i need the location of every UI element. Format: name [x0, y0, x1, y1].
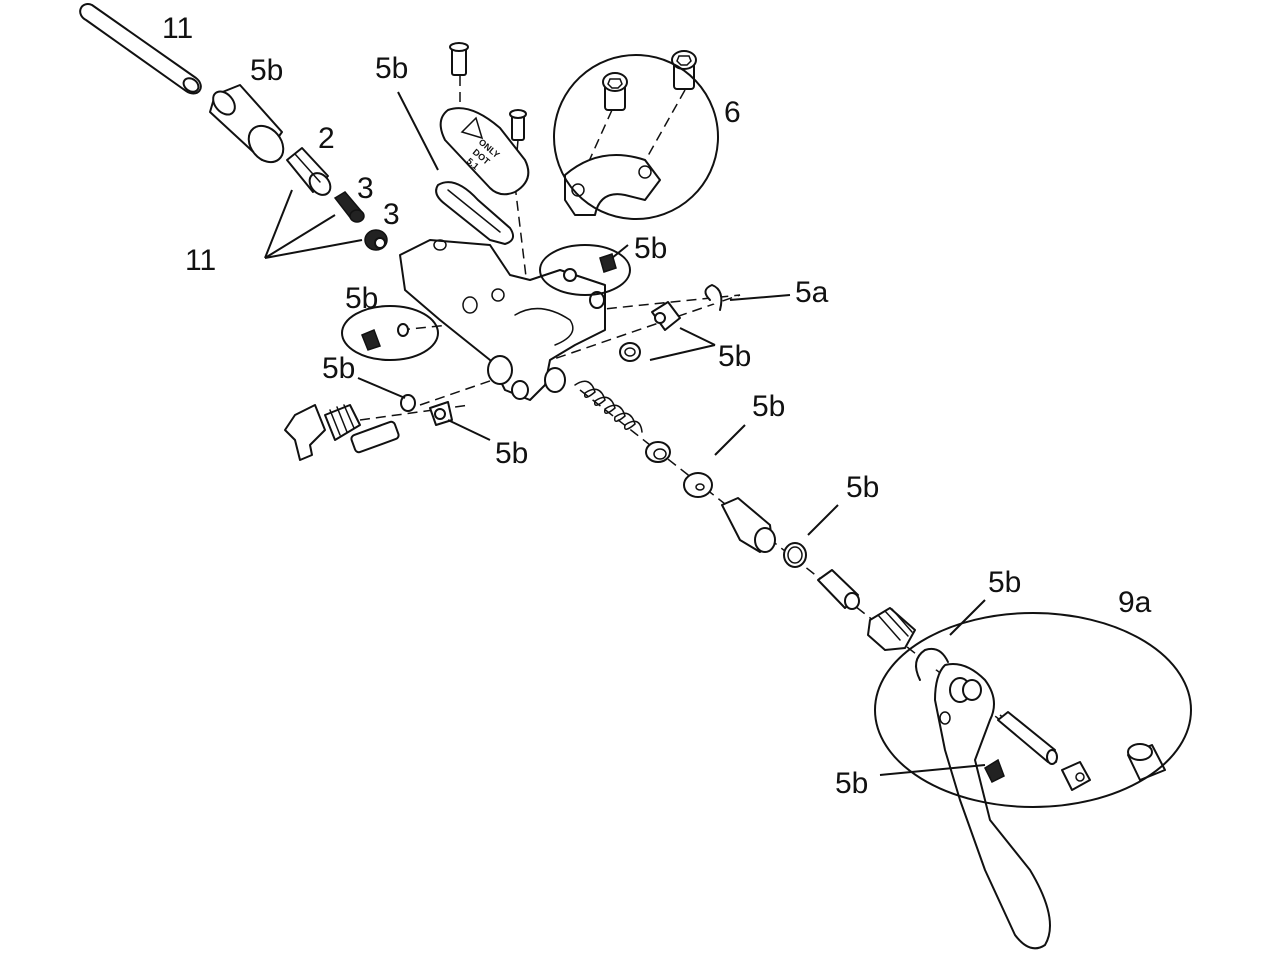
callout-5b-oring: 5b	[846, 471, 879, 504]
callout-2: 2	[318, 122, 335, 155]
callout-3-upper: 3	[357, 172, 374, 205]
leader-lines	[264, 91, 986, 776]
small-fitting-part-left	[361, 323, 409, 351]
assembly-lines	[359, 60, 1061, 766]
circlip-part	[704, 284, 723, 311]
master-cylinder-body	[399, 239, 606, 401]
piston-oring-part	[783, 542, 807, 568]
callout-5b-sleeve: 5b	[250, 54, 283, 87]
bleed-screw-part	[333, 191, 365, 223]
handlebar-clamp-part	[564, 50, 697, 216]
callout-5b-washer: 5b	[322, 352, 355, 385]
return-spring-part	[574, 380, 643, 433]
reach-adjust-knob-part	[284, 394, 453, 461]
group-ring-6	[553, 54, 719, 220]
cam-adjuster-part	[867, 607, 916, 651]
bleed-port-part	[364, 229, 388, 251]
group-ring-9a	[874, 612, 1192, 808]
piston-cap-part	[645, 441, 671, 463]
callout-5b-bushing-low: 5b	[495, 437, 528, 470]
lever-pivot-pin-part	[997, 711, 1058, 765]
piston-part	[721, 497, 776, 553]
lever-blade-part	[934, 663, 1051, 950]
reservoir-cap-part: ONLY DOT 5.1	[439, 42, 530, 196]
callout-9a: 9a	[1118, 586, 1152, 619]
callout-5b-seal: 5b	[752, 390, 785, 423]
small-fitting-part-upper	[563, 253, 617, 282]
bushing-parts-right	[619, 301, 681, 362]
piston-seal-part	[683, 472, 713, 498]
diaphragm-gasket-part	[435, 181, 515, 245]
callout-5a: 5a	[795, 276, 829, 309]
lever-spring-clip-part	[915, 647, 949, 681]
pushrod-part	[817, 569, 860, 610]
callout-5b-cap: 5b	[375, 52, 408, 85]
hose-part	[79, 3, 202, 95]
callout-3-lower: 3	[383, 198, 400, 231]
callout-labels: 11 5b 2 3 3 11 5b 6 5b 5a 5b 5b 5b 5b 5b…	[162, 12, 1152, 800]
compression-nut-part	[286, 147, 332, 196]
callout-5b-upper-ring: 5b	[634, 232, 667, 265]
barb-sleeve-part	[209, 84, 285, 164]
callout-6: 6	[724, 96, 741, 129]
lever-bushing-parts	[984, 743, 1166, 791]
callout-5b-bushings: 5b	[718, 340, 751, 373]
callout-5b-clip: 5b	[988, 566, 1021, 599]
callout-11-hose: 11	[162, 12, 193, 45]
callout-5b-left-ring: 5b	[345, 282, 378, 315]
callout-5b-lever-bushing: 5b	[835, 767, 868, 800]
callout-11-group: 11	[185, 244, 216, 277]
group-ring-upper-5b	[539, 244, 631, 296]
group-ring-left-5b	[341, 305, 439, 361]
